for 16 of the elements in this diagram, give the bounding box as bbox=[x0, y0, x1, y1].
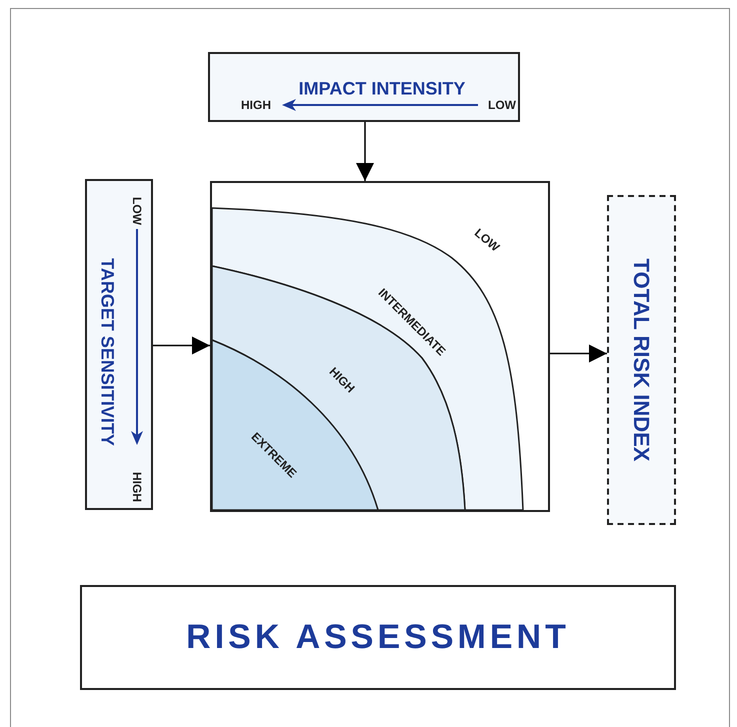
axis-box bbox=[208, 52, 520, 122]
axis-end-label: LOW bbox=[488, 98, 516, 112]
axis-end-label: LOW bbox=[130, 197, 144, 225]
arrowhead bbox=[153, 336, 210, 354]
title-text: RISK ASSESSMENT bbox=[186, 618, 570, 657]
arrowhead bbox=[550, 344, 607, 362]
output-title: TOTAL RISK INDEX bbox=[628, 258, 654, 462]
output-box bbox=[607, 195, 676, 525]
title-box bbox=[80, 585, 676, 690]
axis-end-label: HIGH bbox=[130, 472, 144, 502]
axis-title: IMPACT INTENSITY bbox=[298, 78, 466, 100]
axis-title: TARGET SENSITIVITY bbox=[96, 258, 118, 446]
risk-matrix bbox=[210, 181, 550, 512]
axis-box bbox=[85, 179, 153, 510]
arrowhead bbox=[356, 122, 374, 181]
axis-end-label: HIGH bbox=[241, 98, 271, 112]
